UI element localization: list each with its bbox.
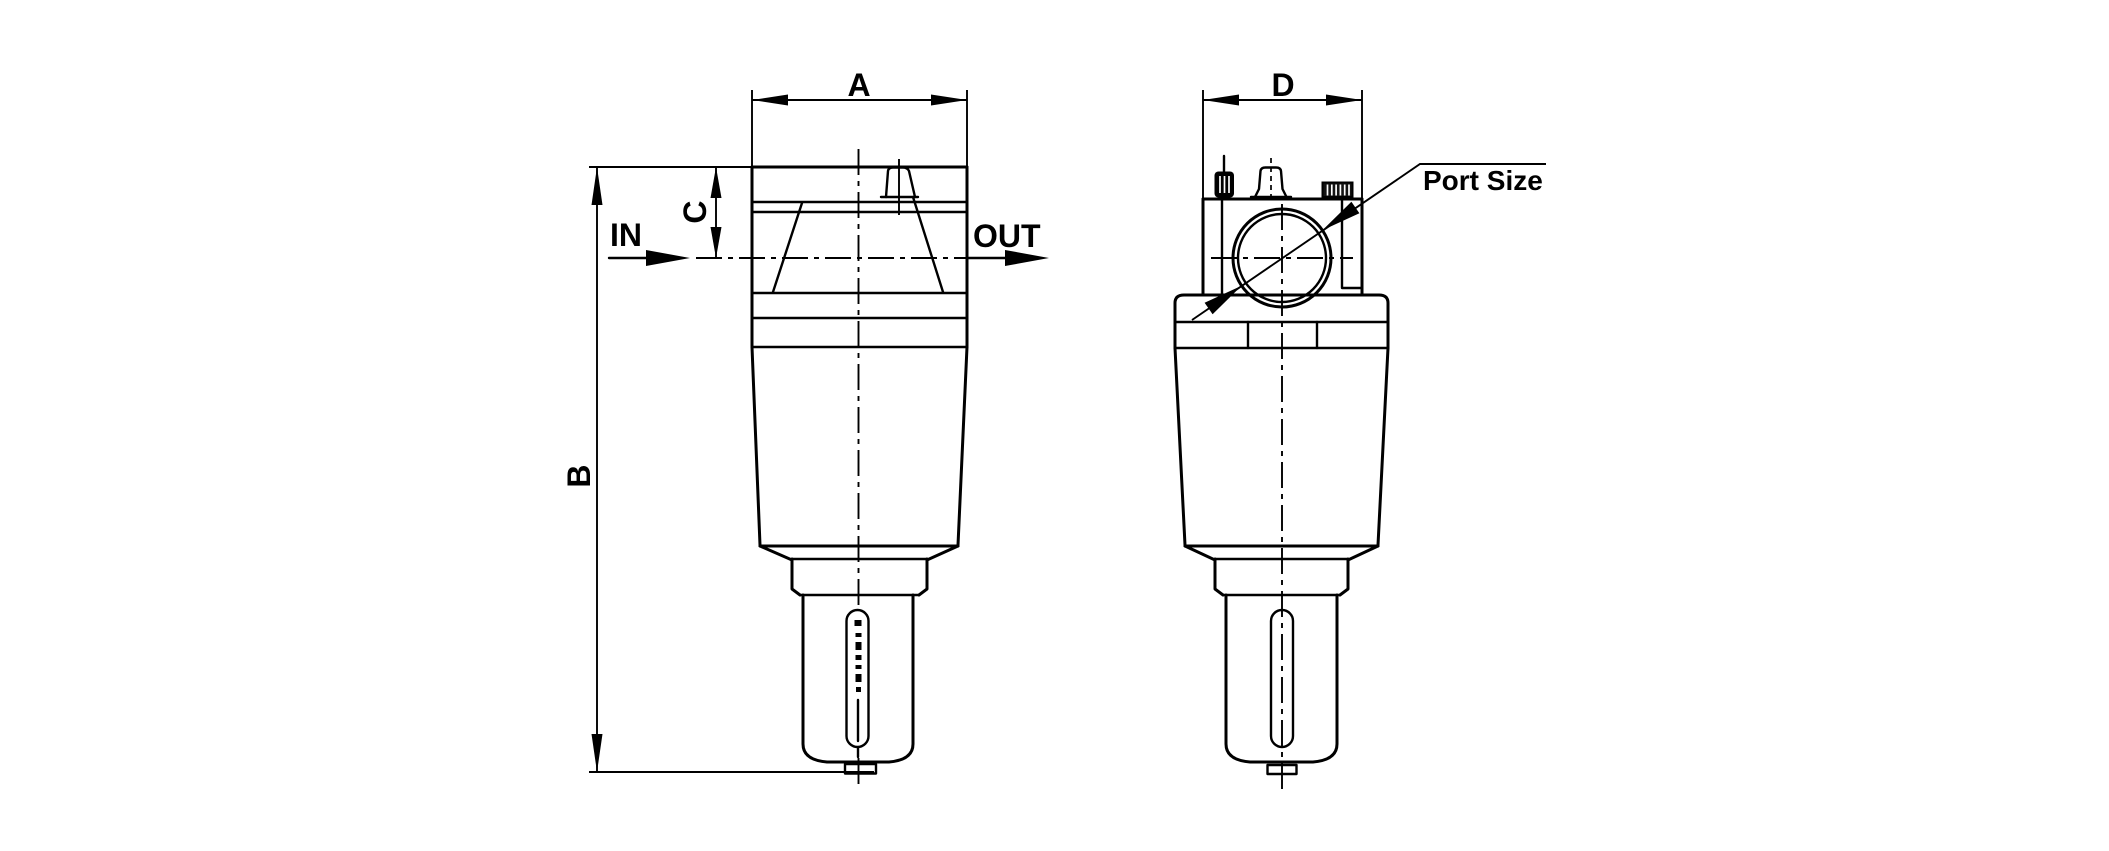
side-view <box>696 90 969 789</box>
dim-c-arrow-bottom <box>710 227 722 258</box>
dim-d-label: D <box>1271 67 1294 103</box>
side-bowl-bevels <box>758 544 960 562</box>
end-left-knurled-plug <box>1214 154 1234 198</box>
end-bowl-bevels <box>1183 544 1380 562</box>
inlet-arrowhead <box>646 250 690 266</box>
end-guard-left <box>1213 557 1225 597</box>
end-center-boss <box>1249 158 1293 199</box>
port-size-leader-line <box>1191 163 1546 321</box>
port-size-arrowhead-lower <box>1204 285 1242 315</box>
end-flange-sides <box>1173 310 1390 350</box>
dim-b-arrow-bottom <box>591 734 603 772</box>
port-size-arrowhead-upper <box>1322 201 1360 231</box>
dimension-c: C <box>677 167 722 258</box>
outlet-flow: OUT <box>965 218 1049 266</box>
dim-a-label: A <box>847 67 870 103</box>
side-dome-slant-left <box>771 201 804 294</box>
side-guard-left <box>790 557 802 597</box>
side-drain-plug <box>843 762 878 775</box>
screw-knurl-lines <box>1326 184 1350 196</box>
port-size-callout: Port Size <box>1191 163 1546 321</box>
end-bowl-left <box>1173 346 1187 547</box>
dim-d-arrow-left <box>1203 94 1239 106</box>
inlet-flow: IN <box>607 217 690 266</box>
dim-b-arrow-top <box>591 167 603 205</box>
side-bowl-left <box>750 345 762 547</box>
end-right-knurled-screw <box>1321 181 1354 198</box>
dimension-b: B <box>561 166 874 773</box>
dim-b-label: B <box>561 464 597 487</box>
side-guard-right <box>917 557 929 597</box>
dimension-a: A <box>752 67 967 106</box>
inlet-label: IN <box>610 217 642 253</box>
dimension-d: D <box>1203 67 1362 106</box>
end-cup-outline <box>1224 593 1339 764</box>
side-dome-slant-right <box>911 195 945 294</box>
outlet-arrowhead <box>1005 250 1049 266</box>
end-view <box>1173 90 1390 789</box>
dim-d-arrow-right <box>1326 94 1362 106</box>
end-bowl-right <box>1376 346 1390 547</box>
port-size-label: Port Size <box>1423 165 1543 196</box>
sight-gauge-markings <box>854 620 862 692</box>
dim-a-arrow-right <box>931 94 967 106</box>
outlet-label: OUT <box>973 218 1041 254</box>
end-clamp-lines <box>1246 320 1319 350</box>
dim-c-label: C <box>677 200 713 223</box>
dim-c-arrow-top <box>710 167 722 198</box>
side-fill-plug <box>884 166 917 199</box>
side-bowl-right <box>956 345 969 547</box>
end-guard-right <box>1338 557 1350 597</box>
dim-a-arrow-left <box>752 94 788 106</box>
plug-knurl-slots <box>1219 176 1230 193</box>
